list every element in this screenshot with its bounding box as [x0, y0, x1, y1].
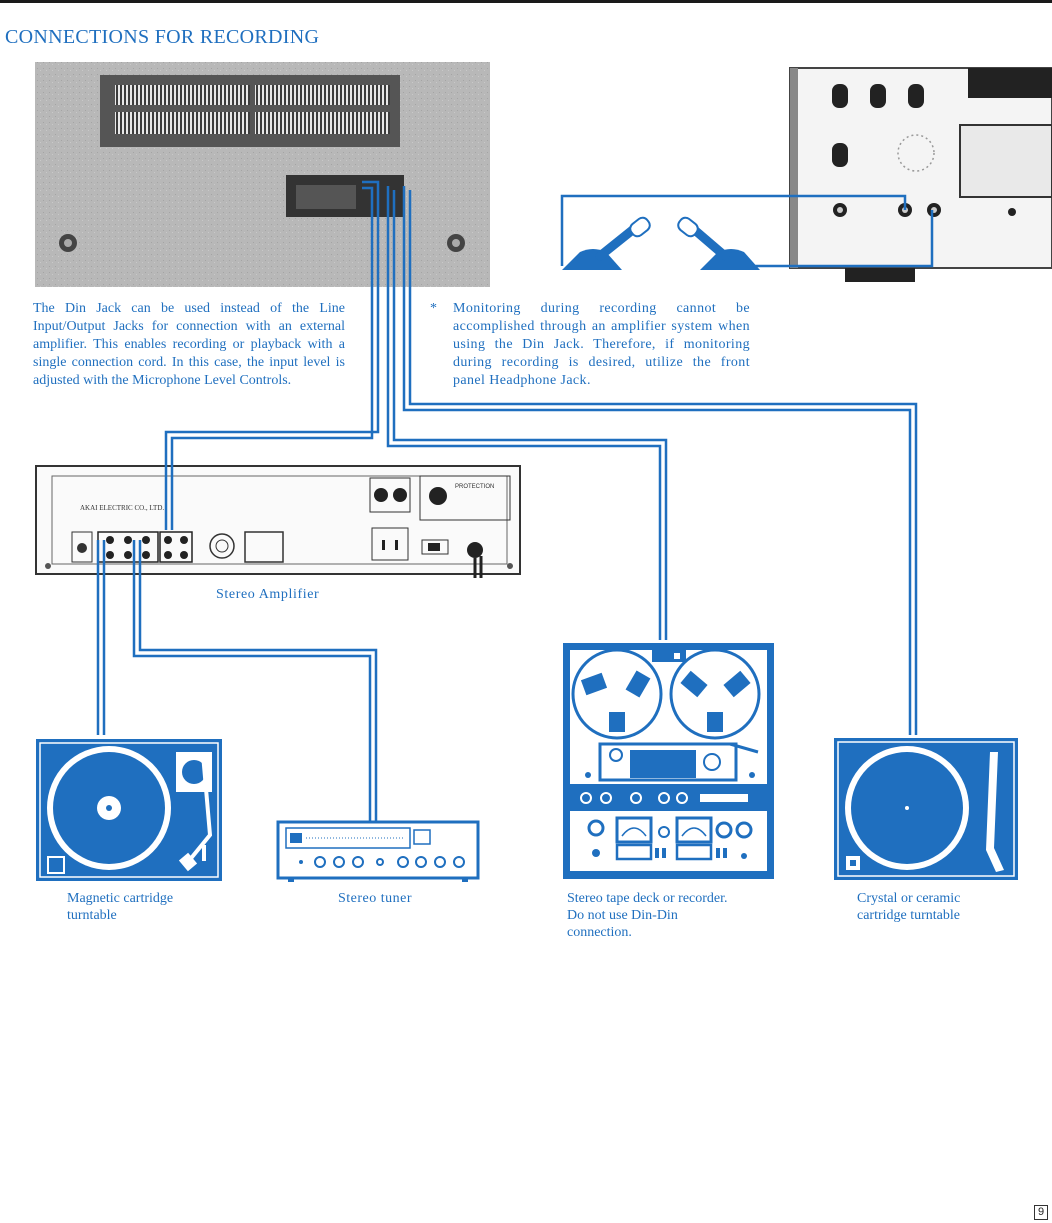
jack-plate: [296, 185, 356, 209]
amplifier-brand: AKAI ELECTRIC CO., LTD.: [80, 504, 164, 512]
tuner-body: [276, 820, 480, 880]
stereo-tape-deck: [563, 643, 774, 879]
level-knob: [832, 143, 848, 167]
monitoring-note-text: Monitoring during recording cannot be ac…: [453, 301, 750, 388]
vent-slots: [255, 85, 390, 105]
cable-to-tape-deck: [392, 190, 668, 640]
vent-slots: [255, 112, 390, 134]
svg-text:PROTECTION: PROTECTION: [455, 484, 494, 490]
caption-stereo-amplifier: Stereo Amplifier: [216, 587, 320, 602]
mic-cable-left: [560, 194, 907, 266]
protection-indicator: [429, 487, 447, 505]
head-assembly: [598, 742, 738, 782]
tape-deck-front-panel: [789, 67, 1052, 282]
tuner-knob: [314, 856, 326, 868]
vent-slots: [115, 85, 250, 105]
power-cord-bushing: [467, 542, 483, 558]
tape-deck-rear-panel: [35, 62, 490, 287]
transport-buttons: [700, 794, 748, 802]
tuner-knob: [397, 856, 409, 868]
cable-to-amplifier: [164, 180, 380, 530]
ground-terminal: [71, 531, 93, 563]
cable-to-crystal-turntable: [408, 190, 918, 735]
mic-cable-right: [752, 210, 934, 268]
footnote-marker: *: [430, 301, 437, 316]
microphone-left: [562, 216, 651, 270]
caption-stereo-tuner: Stereo tuner: [338, 891, 413, 906]
tuner-knob: [453, 856, 465, 868]
voltage-selector: [421, 539, 449, 555]
magnetic-turntable: [36, 739, 222, 881]
vu-meter-right: [675, 816, 713, 844]
cable-to-tuner: [138, 540, 378, 822]
cable-to-tuner: [132, 540, 372, 822]
cable-to-amplifier: [170, 186, 374, 530]
balance-dial: [897, 134, 935, 172]
caption-tape-deck: Stereo tape deck or recorder. Do not use…: [567, 891, 728, 940]
stereo-tuner: [276, 820, 480, 882]
level-knob: [870, 84, 886, 108]
tonearm: [186, 753, 213, 864]
din-socket: [209, 533, 235, 559]
crystal-turntable: [834, 738, 1018, 880]
tuner-dial: [285, 827, 411, 849]
takeup-reel: [669, 648, 761, 740]
cable-to-crystal-turntable: [402, 186, 912, 735]
stereo-amplifier: AKAI ELECTRIC CO., LTD. PROTECTION: [35, 465, 521, 578]
page-number: 9: [1034, 1205, 1048, 1220]
tonearm: [986, 752, 1004, 872]
din-jack-note: The Din Jack can be used instead of the …: [33, 301, 345, 388]
tuner-knob: [333, 856, 345, 868]
top-rule: [0, 0, 1052, 3]
front-panel-trim: [968, 68, 1052, 98]
connection-cables: [96, 180, 934, 822]
caption-crystal-turntable: Crystal or ceramic cartridge turntable: [857, 891, 961, 923]
vu-meter: [959, 124, 1052, 198]
ac-outlet: [371, 527, 409, 561]
caption-magnetic-turntable: Magnetic cartridge turntable: [67, 891, 174, 923]
tuner-knob: [415, 856, 427, 868]
level-knob: [908, 84, 924, 108]
page-title: CONNECTIONS FOR RECORDING: [5, 26, 320, 48]
vent-slots: [115, 112, 250, 134]
cable-to-tape-deck: [386, 186, 662, 640]
speaker-switch: [369, 477, 411, 513]
level-knob: [832, 84, 848, 108]
monitoring-note: * Monitoring during recording cannot be …: [430, 300, 750, 390]
tuner-knob: [434, 856, 446, 868]
speaker-terminals: [244, 531, 284, 563]
tuner-knob: [352, 856, 364, 868]
tuning-meter: [413, 829, 431, 845]
tape-jacks: [159, 531, 193, 563]
power-button: [47, 856, 65, 874]
vu-meter-left: [615, 816, 653, 844]
microphone-right: [677, 216, 760, 270]
